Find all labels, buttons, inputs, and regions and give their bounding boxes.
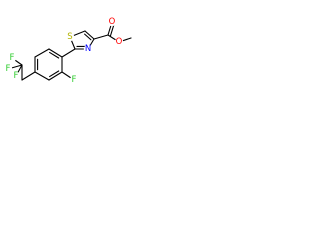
atom-cf3-fluorine-left-label: F [6, 64, 11, 74]
bond-c2-c3 [34, 71, 50, 81]
atom-cf3-fluorine-top-label: F [10, 53, 15, 63]
atom-thiazole-nitrogen-label: N [85, 44, 91, 54]
atom-cf3-fluorine-bottom-background [11, 71, 21, 81]
atom-sulfur-background [65, 32, 75, 42]
atom-cf3-fluorine-bottom-label: F [14, 71, 19, 81]
atom-ortho-fluorine-label: F [72, 75, 77, 85]
atom-ester-oxygen-background [114, 37, 124, 47]
bond-t4-cE [93, 34, 109, 40]
atom-carbonyl-oxygen-label: O [109, 17, 116, 27]
atom-cf3-fluorine-top-background [7, 53, 17, 63]
atom-ester-oxygen-label: O [116, 37, 123, 47]
atom-ortho-fluorine-background [69, 75, 79, 85]
atom-sulfur-label: S [67, 32, 72, 42]
double-bond-inner-c3-c4 [49, 70, 60, 78]
bond-layer [7, 21, 132, 81]
atom-thiazole-nitrogen-background [83, 44, 93, 54]
bond-c3-c4 [48, 71, 63, 81]
double-bond-inner-c5-c6 [49, 51, 60, 59]
bond-t5-t4 [84, 30, 95, 40]
bond-c1-c2 [21, 71, 36, 81]
bond-c6-c7 [34, 48, 50, 58]
bond-c5-c6 [48, 48, 63, 58]
atom-carbonyl-oxygen-background [107, 17, 117, 27]
bond-c5-t2 [61, 48, 76, 58]
atom-cf3-fluorine-left-background [3, 64, 13, 74]
double-bond-inner-t5-t4 [84, 33, 92, 41]
